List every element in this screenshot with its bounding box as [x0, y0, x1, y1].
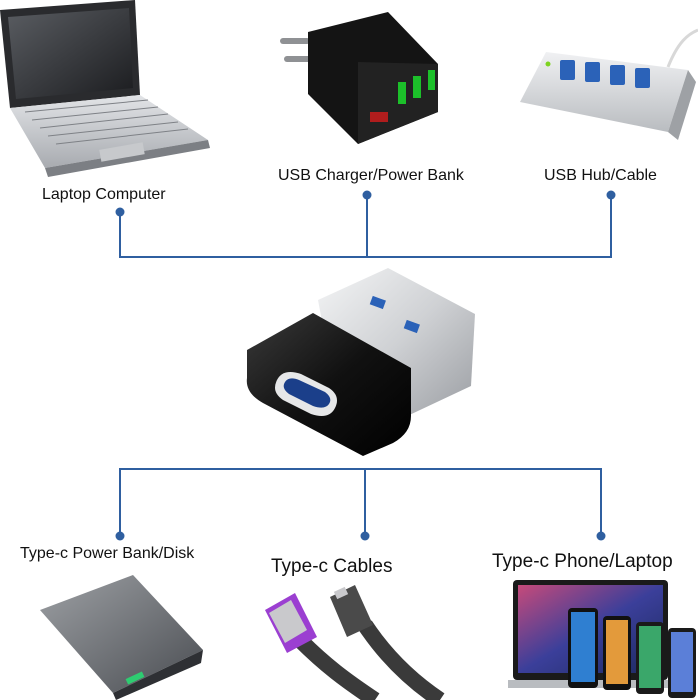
usb-hub-label: USB Hub/Cable	[544, 167, 657, 184]
type-c-cable-icon	[265, 585, 445, 700]
usb-charger-label: USB Charger/Power Bank	[278, 167, 464, 184]
connector-dot-powerbank	[115, 531, 125, 541]
laptop-icon	[0, 0, 210, 177]
connector-dot-cable	[360, 531, 370, 541]
type-c-cables-label: Type-c Cables	[271, 556, 393, 577]
connector-dot-hub	[606, 190, 616, 200]
bottom-connector-bus	[119, 468, 602, 536]
connector-dot-phone	[596, 531, 606, 541]
power-bank-icon	[40, 575, 203, 700]
connector-dot-charger	[362, 190, 372, 200]
phone-laptop-icon	[508, 580, 696, 698]
power-bank-label: Type-c Power Bank/Disk	[20, 545, 195, 562]
usb-charger-icon	[280, 12, 438, 144]
connector-dot-laptop	[115, 207, 125, 217]
phone-laptop-label: Type-c Phone/Laptop	[492, 551, 673, 572]
usb-hub-icon	[520, 28, 698, 140]
top-connector-bus	[119, 195, 612, 258]
usb-to-type-c-adapter-icon	[246, 268, 475, 456]
laptop-computer-label: Laptop Computer	[42, 186, 166, 203]
